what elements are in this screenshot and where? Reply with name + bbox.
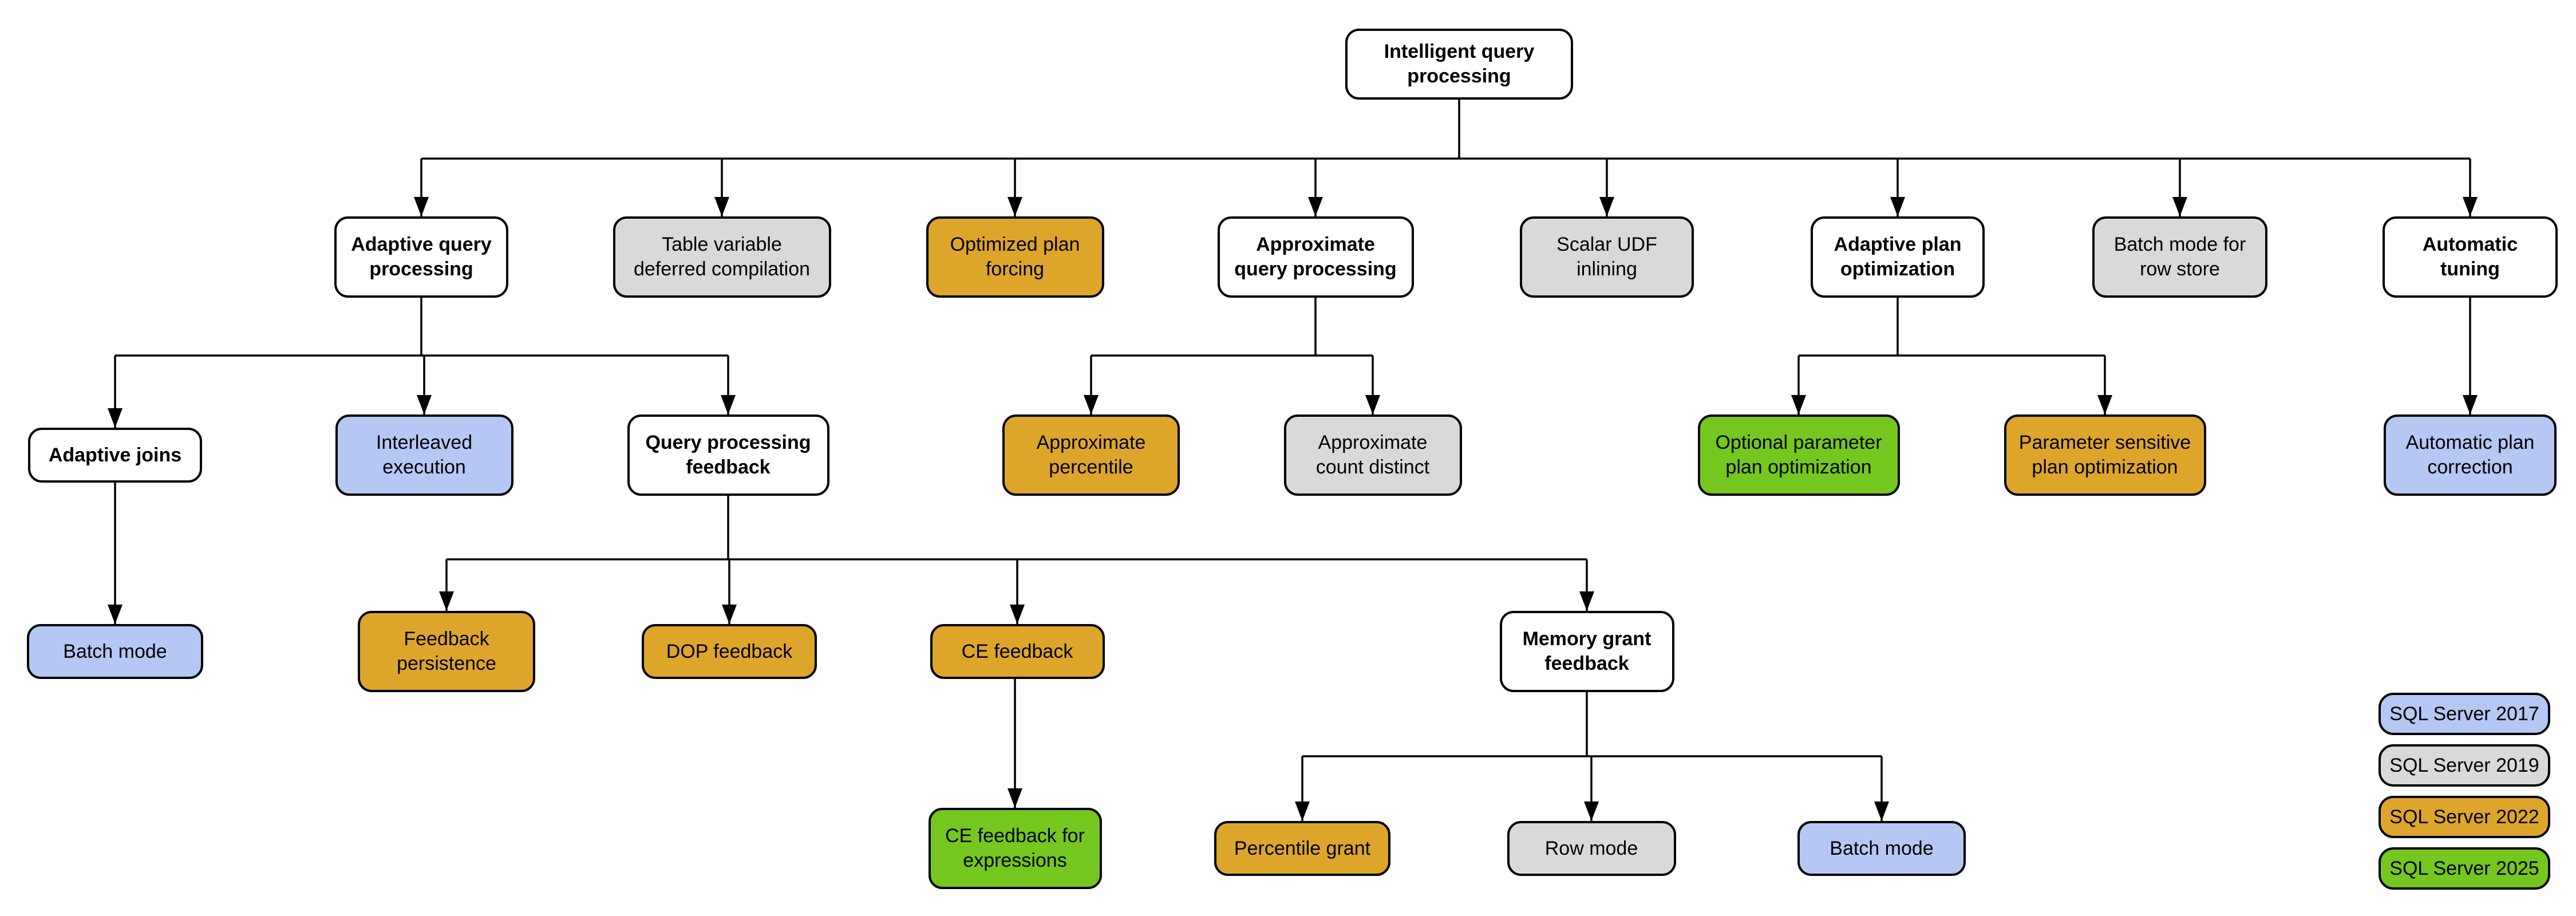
node-udf: Scalar UDF inlining [1520, 216, 1694, 298]
node-opf: Optimized plan forcing [926, 216, 1104, 298]
node-ce: CE feedback [930, 624, 1105, 679]
node-apc: Automatic plan correction [2384, 414, 2557, 496]
legend-item-sql-server-2025: SQL Server 2025 [2379, 847, 2550, 890]
connector-aj [108, 483, 123, 624]
node-rm: Row mode [1507, 821, 1676, 876]
node-acd: Approximate count distinct [1283, 414, 1462, 496]
node-dop: DOP feedback [642, 624, 817, 679]
node-fp: Feedback persistence [358, 611, 535, 692]
node-bmrs: Batch mode for row store [2092, 216, 2267, 298]
node-oppo: Optional parameter plan optimization [1697, 414, 1900, 496]
node-iqp: Intelligent query processing [1345, 29, 1573, 100]
legend-item-sql-server-2017: SQL Server 2017 [2379, 693, 2550, 735]
node-qpf: Query processing feedback [627, 414, 829, 496]
connector-aqp [108, 298, 736, 428]
connector-aqp2 [1084, 298, 1380, 414]
connector-mgf [1295, 692, 1889, 821]
connector-at [2463, 298, 2478, 414]
node-bm4: Batch mode [27, 624, 203, 679]
node-aj: Adaptive joins [28, 428, 202, 483]
connector-qpf [439, 496, 1594, 624]
node-aqp2: Approximate query processing [1217, 216, 1414, 298]
node-bm5: Batch mode [1797, 821, 1966, 876]
connector-apo [1791, 298, 2112, 414]
node-tvdc: Table variable deferred compilation [613, 216, 831, 298]
node-mgf: Memory grant feedback [1499, 611, 1674, 692]
node-at: Automatic tuning [2383, 216, 2558, 298]
legend-item-sql-server-2019: SQL Server 2019 [2379, 744, 2550, 787]
node-aqp: Adaptive query processing [334, 216, 508, 298]
node-pg: Percentile grant [1214, 821, 1390, 876]
node-apct: Approximate percentile [1002, 414, 1180, 496]
node-apo: Adaptive plan optimization [1811, 216, 1985, 298]
connector-iqp [414, 100, 2478, 216]
node-cefe: CE feedback for expressions [928, 808, 1102, 889]
legend-item-sql-server-2022: SQL Server 2022 [2379, 796, 2550, 838]
connector-ce [1008, 679, 1022, 808]
node-ie: Interleaved execution [335, 414, 513, 496]
node-pspo: Parameter sensitive plan optimization [2004, 414, 2206, 496]
